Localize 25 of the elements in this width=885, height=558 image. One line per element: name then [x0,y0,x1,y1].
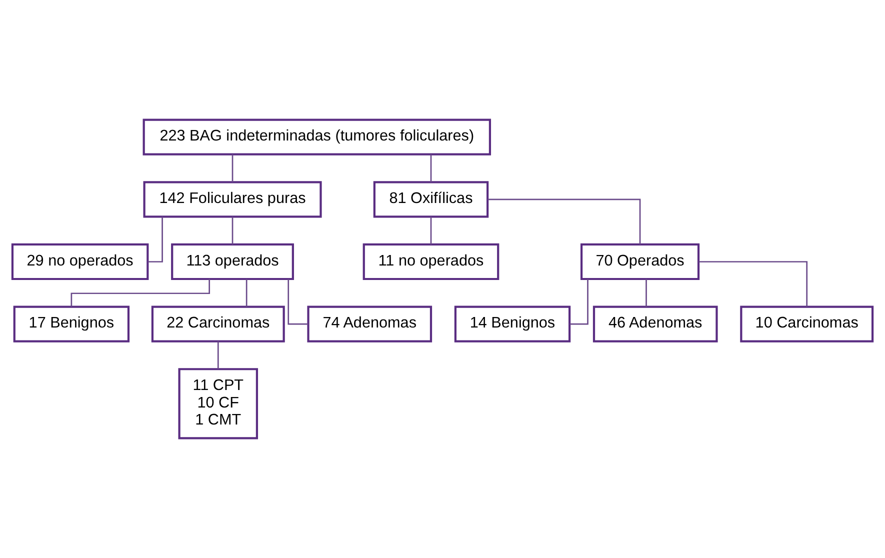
connector [217,341,219,370]
node-box: 81 Oxifílicas [373,181,489,218]
connector [430,216,432,244]
node-box: 70 Operados [580,243,700,280]
node-box: 22 Carcinomas [151,306,285,342]
connector [430,154,432,182]
connector [246,279,248,307]
connector [232,154,234,182]
node-box: 11 CPT 10 CF 1 CMT [178,368,258,440]
node-box: 142 Foliculares puras [143,181,322,218]
connector [232,216,234,244]
node-box: 17 Benignos [13,306,130,342]
node-box: 46 Adenomas [592,306,718,342]
connector [570,279,588,325]
node-box: 74 Adenomas [307,306,432,342]
node-box: 113 operados [171,243,294,280]
node-box: 14 Benignos [454,306,571,342]
connector [698,261,808,307]
node-box: 223 BAG indeterminadas (tumores foliculares) [142,118,492,156]
node-box: 10 Carcinomas [740,306,874,342]
node-box: 11 no operados [362,243,500,280]
connector [288,279,308,325]
node-box: 29 no operados [11,243,149,280]
connector [646,279,647,307]
connector [488,198,641,244]
